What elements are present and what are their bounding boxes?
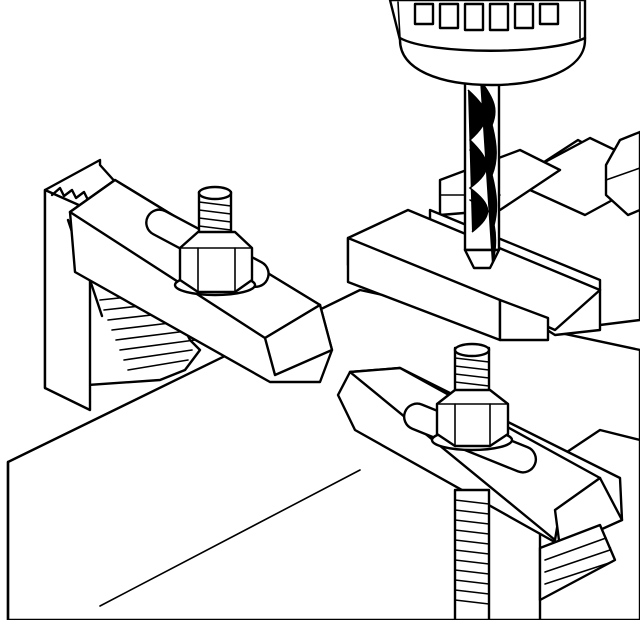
hex-nut-icon xyxy=(430,388,514,452)
drill-bit-icon xyxy=(463,78,501,270)
drill-chuck-icon xyxy=(388,0,587,87)
hex-nut-icon xyxy=(173,230,257,297)
step-block-icon xyxy=(538,523,617,602)
